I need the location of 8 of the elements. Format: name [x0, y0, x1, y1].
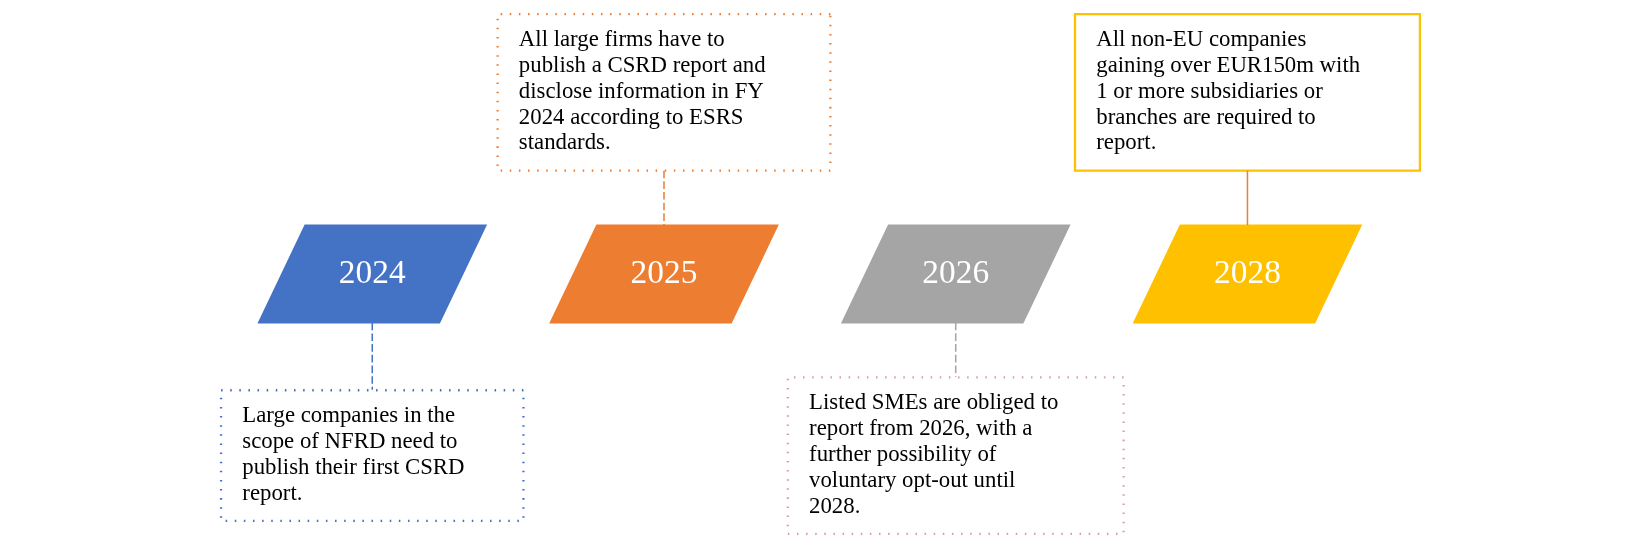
node-box: All large firms have to publish a CSRD report and disclose information in FY 2024 according to ESRS standards.	[496, 13, 831, 172]
connector	[662, 169, 665, 226]
node-box: All non-EU companies gaining over EUR150m with 1 or more subsidiaries or branches are required to report.	[1073, 13, 1421, 172]
connector	[1246, 169, 1248, 226]
node-box: Large companies in the scope of NFRD need to publish their first CSRD report.	[219, 389, 525, 523]
connector	[954, 322, 956, 378]
node-box: Listed SMEs are obliged to report from 2026, with a further possibility of voluntary opt-out until 2028.	[786, 376, 1125, 535]
connector	[371, 322, 373, 391]
